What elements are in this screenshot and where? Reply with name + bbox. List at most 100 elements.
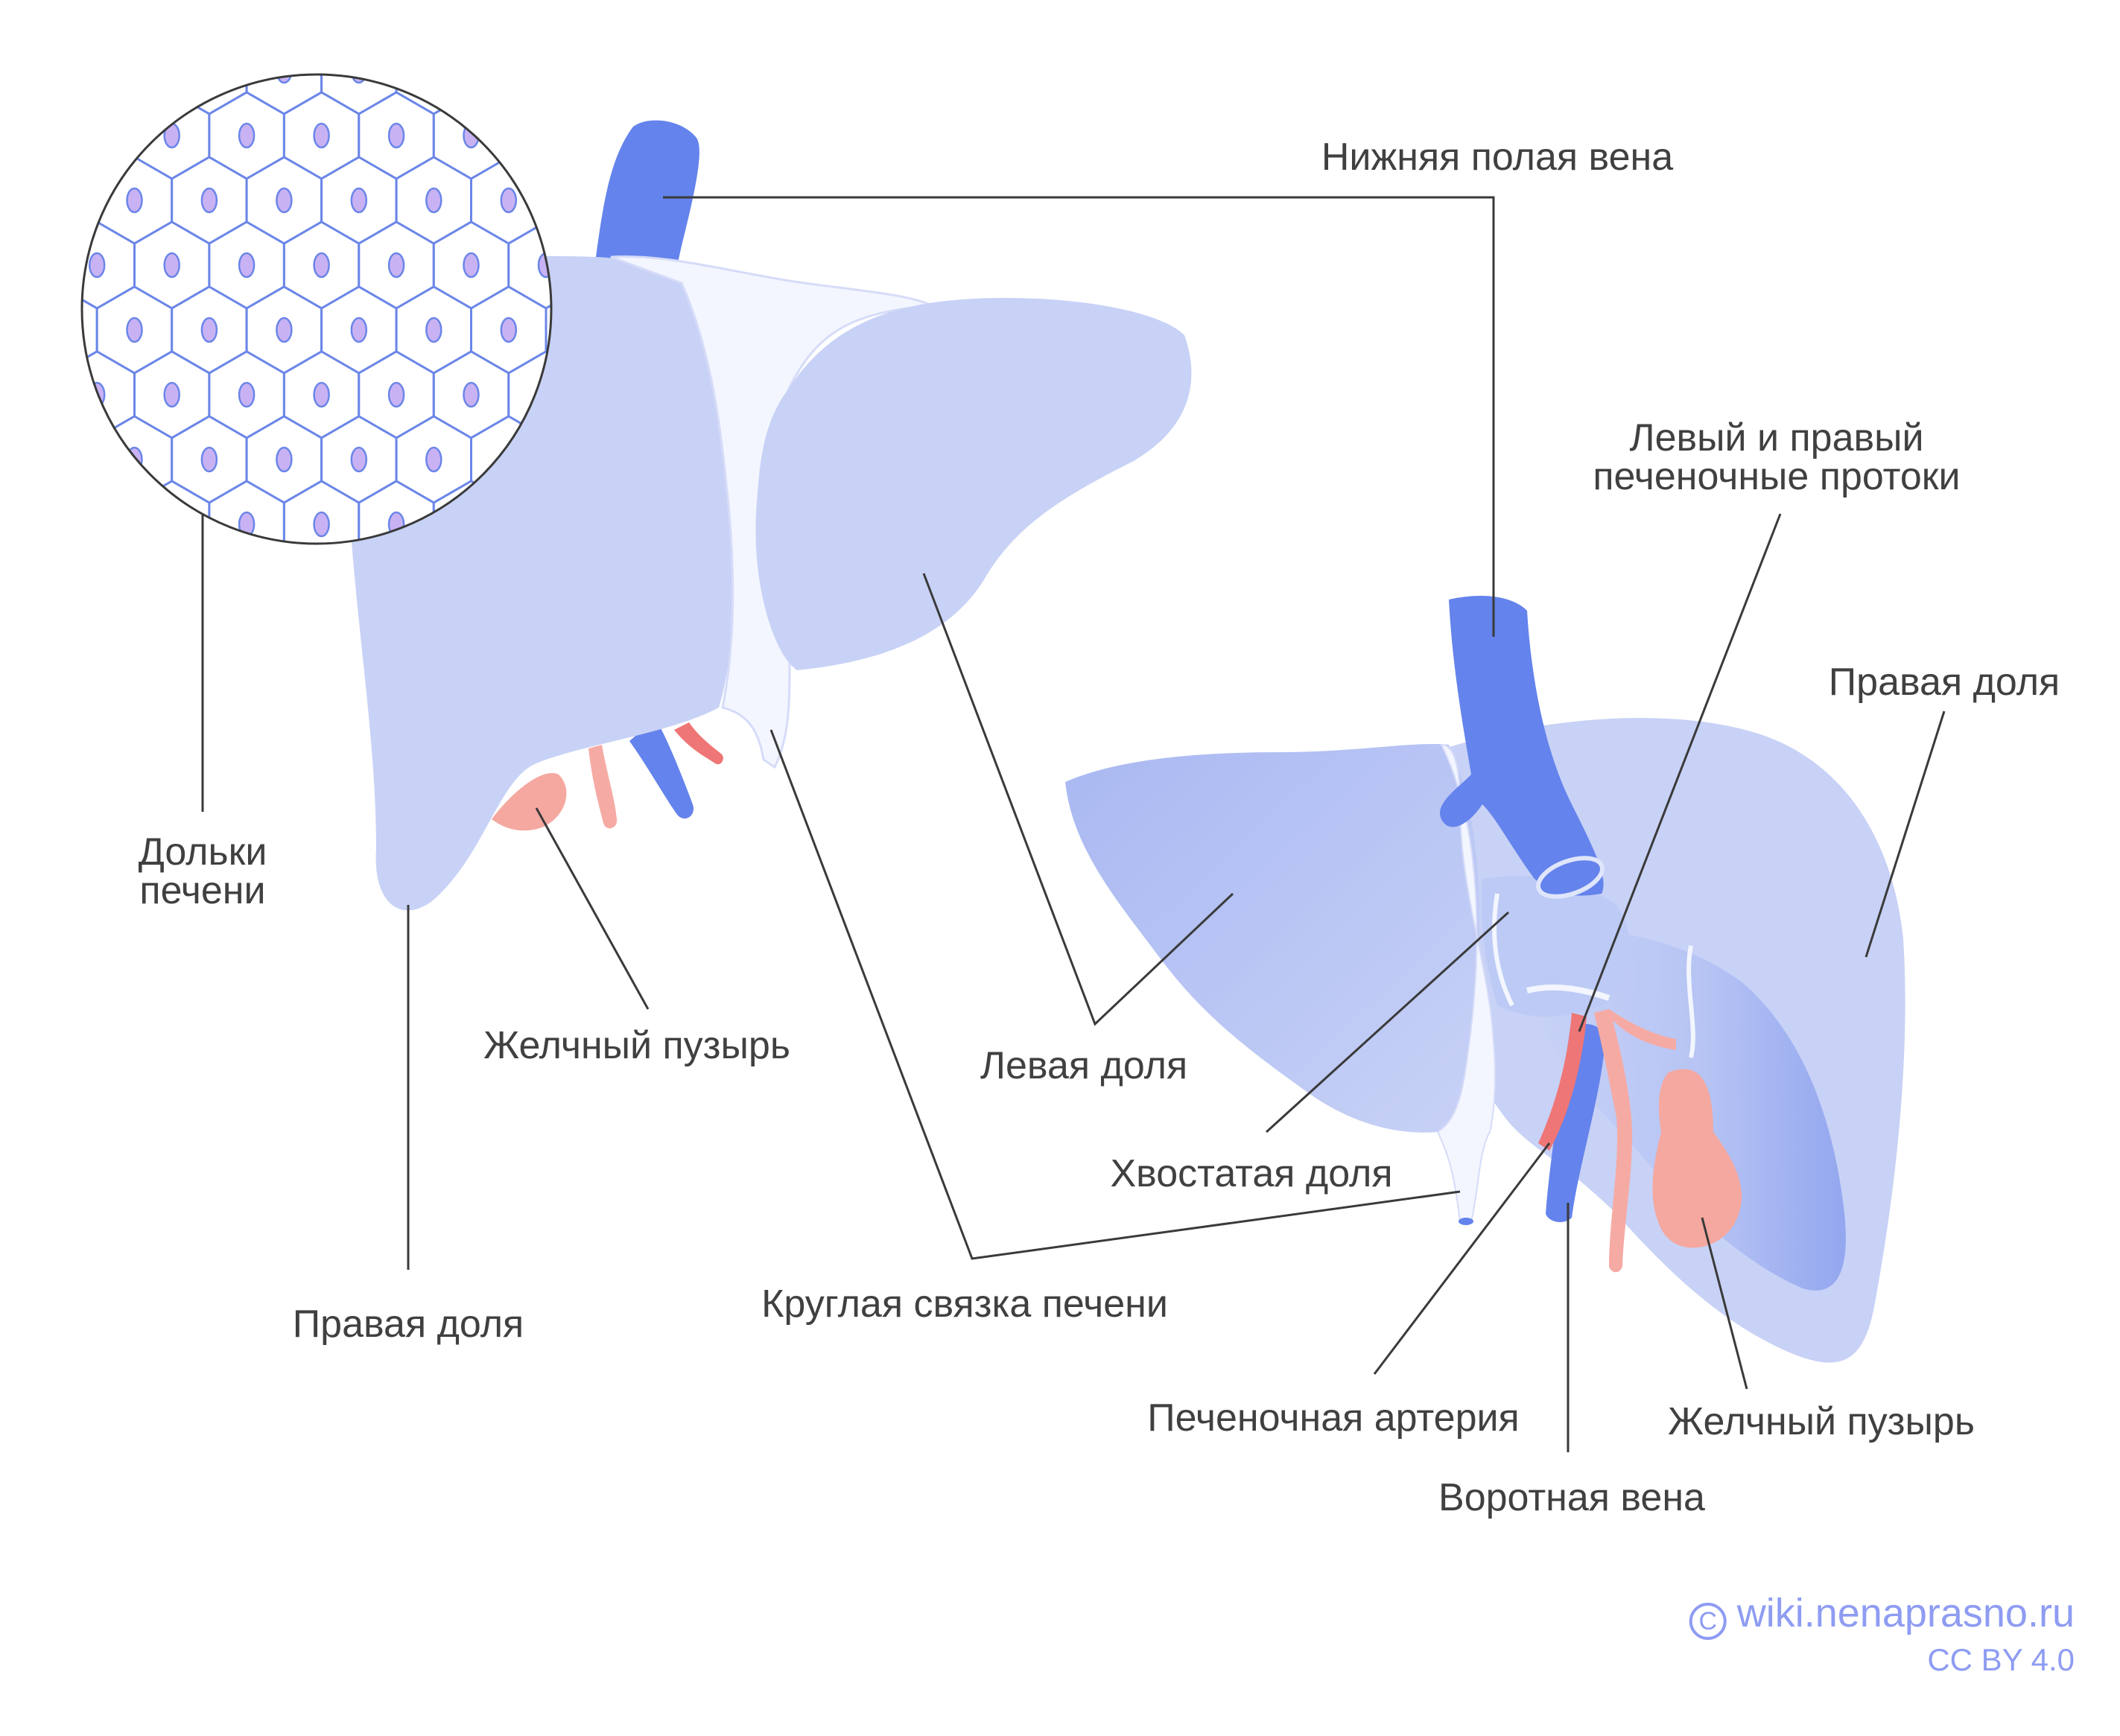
back-bile-ducts — [1594, 1009, 1676, 1273]
cell-nucleus — [314, 642, 329, 666]
label-gallbladder-front: Желчный пузырь — [483, 1024, 790, 1067]
lobule-cell — [247, 546, 322, 632]
lobule-cell — [60, 611, 135, 697]
lobule-cell — [82, 156, 98, 245]
cell-nucleus — [539, 0, 553, 18]
leader-hepatic-ducts — [1578, 513, 1782, 1032]
leader-left-lobe — [922, 573, 1234, 1026]
cell-nucleus — [276, 74, 293, 84]
cell-nucleus — [88, 122, 106, 149]
label-caudate-lobe: Хвостатая доля — [1110, 1152, 1393, 1195]
cell-nucleus — [425, 187, 442, 214]
cell-nucleus — [389, 0, 404, 18]
cell-nucleus — [463, 252, 480, 279]
front-duct — [588, 745, 618, 829]
lobule-cell — [0, 92, 60, 179]
cell-nucleus — [313, 122, 330, 149]
lobule-cell — [0, 546, 22, 632]
cell-nucleus — [15, 253, 30, 277]
cell-nucleus — [350, 317, 368, 343]
cell-nucleus — [202, 577, 217, 601]
cell-nucleus — [387, 122, 405, 149]
lobule-cell — [284, 0, 358, 49]
cell-nucleus — [165, 0, 180, 18]
cell-nucleus — [276, 187, 293, 214]
lobule-cell — [60, 0, 135, 49]
label-hepatic-artery: Печеночная артерия — [1147, 1396, 1520, 1440]
credit-site-text[interactable]: wiki.nenaprasno.ru — [1736, 1591, 2075, 1635]
lobule-cell — [0, 287, 22, 373]
lobule-cell — [97, 546, 172, 632]
leader-right-lobe-back — [1864, 710, 1946, 958]
leader-caudate-lobe — [1265, 911, 1510, 1134]
back-view-liver — [1065, 596, 1905, 1363]
lobule-cell — [0, 0, 60, 49]
back-ivc — [1440, 596, 1604, 896]
back-portal-vein — [1546, 1024, 1605, 1223]
cell-nucleus — [15, 0, 30, 18]
cell-nucleus — [15, 512, 30, 536]
lobule-cell — [0, 222, 60, 308]
cell-nucleus — [88, 511, 106, 538]
cell-nucleus — [651, 59, 666, 83]
label-round-ligament: Круглая связка печени — [761, 1282, 1168, 1326]
cell-nucleus — [238, 252, 256, 279]
cell-nucleus — [313, 381, 330, 408]
cell-nucleus — [163, 511, 180, 538]
cell-nucleus — [126, 74, 143, 84]
cell-nucleus — [15, 642, 30, 666]
cell-nucleus — [163, 252, 180, 279]
cell-nucleus — [276, 317, 293, 343]
cell-nucleus — [463, 381, 480, 408]
cell-nucleus — [52, 577, 67, 601]
lobule-cell — [82, 415, 98, 504]
cell-nucleus — [89, 642, 104, 666]
cell-nucleus — [239, 0, 254, 18]
label-hepatic-ducts-line1: Левый и правый — [1629, 416, 1924, 460]
cell-nucleus — [576, 188, 591, 212]
lobule-cell — [82, 74, 98, 115]
label-portal-vein: Воротная вена — [1438, 1476, 1705, 1519]
lobule-cell — [545, 74, 551, 115]
back-gallbladder — [1652, 1069, 1742, 1248]
lobule-cell — [583, 0, 658, 49]
cell-nucleus — [238, 122, 256, 149]
lobule-cell — [0, 157, 22, 244]
lobule-cell — [545, 285, 551, 375]
lobule-cell — [284, 611, 358, 697]
cell-nucleus — [464, 0, 479, 18]
label-right-lobe-back: Правая доля — [1828, 661, 2060, 704]
cell-nucleus — [239, 642, 254, 666]
label-hepatic-ducts: Левый и правый печеночные протоки — [1593, 419, 1960, 496]
cell-nucleus — [576, 59, 591, 83]
cell-nucleus — [350, 446, 368, 473]
cell-nucleus — [200, 74, 218, 84]
cell-nucleus — [238, 381, 256, 408]
credit-license: CC BY 4.0 — [1927, 1642, 2075, 1677]
cell-nucleus — [276, 577, 291, 601]
cell-nucleus — [126, 317, 143, 343]
back-left-lobe — [1065, 743, 1480, 1133]
label-hepatic-ducts-line2: печеночные протоки — [1593, 455, 1961, 498]
cell-nucleus — [52, 59, 67, 83]
lobule-cell — [0, 611, 60, 697]
cell-nucleus — [52, 188, 67, 212]
label-right-lobe-front: Правая доля — [292, 1303, 524, 1346]
lobule-cell — [0, 416, 22, 503]
cell-nucleus — [350, 187, 368, 214]
lobule-cell — [507, 91, 551, 180]
cell-nucleus — [15, 383, 30, 407]
cell-nucleus — [387, 381, 405, 408]
cell-nucleus — [163, 381, 180, 408]
cell-nucleus — [52, 318, 67, 342]
lobule-cell — [509, 0, 583, 49]
leader-round-ligament — [769, 729, 1461, 1260]
lobule-cell — [135, 611, 209, 697]
cell-nucleus — [425, 446, 442, 473]
cell-nucleus — [425, 317, 442, 343]
label-lobules: Дольки печени — [139, 833, 267, 910]
leader-lines — [201, 196, 1946, 1452]
front-ivc — [596, 120, 699, 279]
